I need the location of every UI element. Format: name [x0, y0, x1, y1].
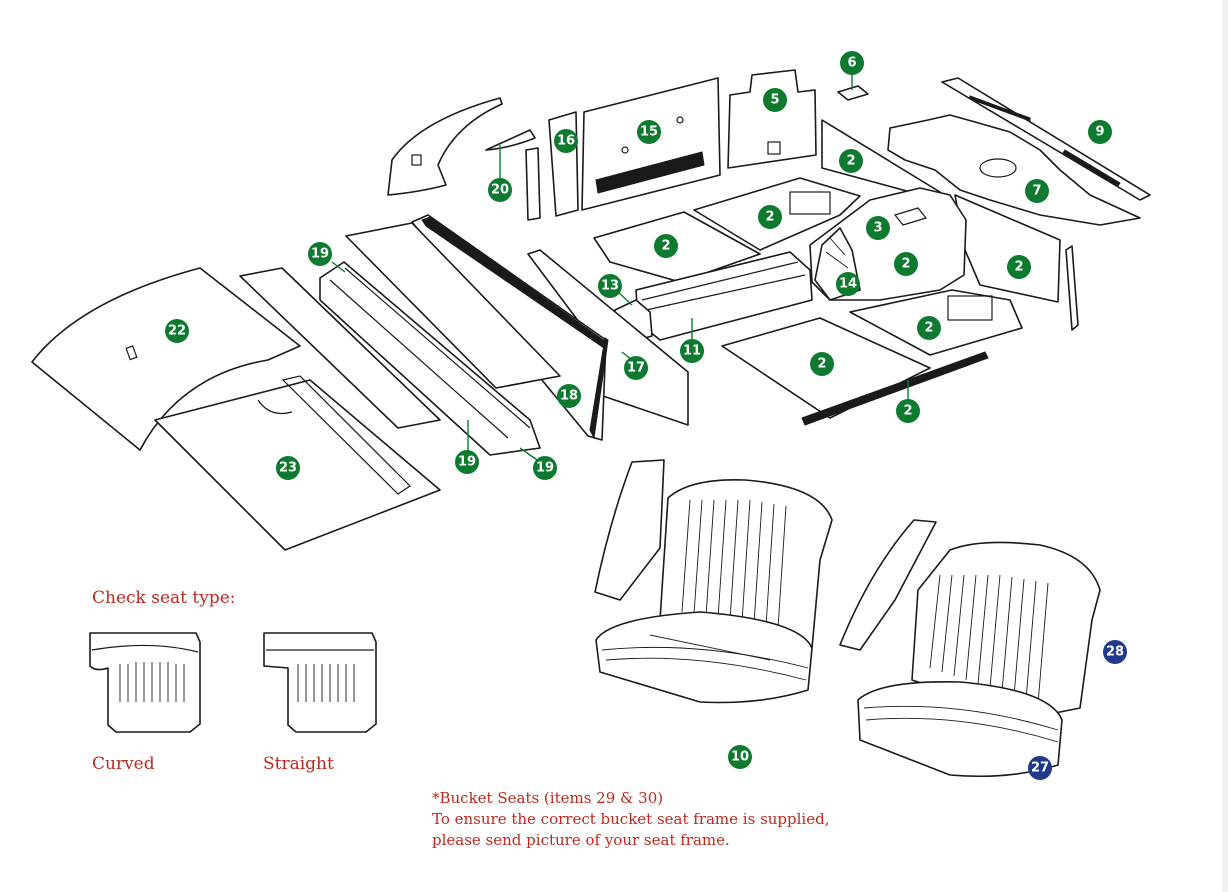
svg-text:14: 14	[839, 277, 857, 292]
trim-cutout	[411, 154, 422, 166]
svg-text:19: 19	[458, 455, 476, 470]
svg-text:16: 16	[557, 134, 575, 149]
badge-28: 28	[1103, 640, 1127, 664]
front-quarter-trim	[387, 97, 503, 196]
right-edge-strip	[1065, 245, 1079, 331]
badge-2: 2	[839, 149, 863, 173]
svg-text:15: 15	[640, 125, 658, 140]
badge-20: 20	[488, 178, 512, 202]
svg-text:5: 5	[770, 93, 779, 108]
badge-2: 2	[810, 352, 834, 376]
svg-text:19: 19	[311, 247, 329, 262]
badge-7: 7	[1025, 179, 1049, 203]
badge-2: 2	[1007, 255, 1031, 279]
badge-6: 6	[840, 51, 864, 75]
svg-text:3: 3	[873, 221, 882, 236]
svg-text:11: 11	[683, 344, 701, 359]
badge-2: 2	[894, 252, 918, 276]
part-6-small-piece	[837, 85, 869, 101]
svg-text:2: 2	[924, 321, 933, 336]
badge-2: 2	[917, 316, 941, 340]
part-5-panel	[727, 69, 817, 169]
svg-text:10: 10	[731, 750, 749, 765]
svg-text:7: 7	[1032, 184, 1041, 199]
part-18-sill-panel	[345, 222, 561, 389]
svg-text:6: 6	[847, 56, 856, 71]
badge-2: 2	[896, 399, 920, 423]
seat-cushion	[595, 611, 813, 704]
badge-11: 11	[680, 339, 704, 363]
badge-18: 18	[557, 384, 581, 408]
part-22-side-strip	[239, 267, 441, 429]
straight-seat-icon	[263, 632, 377, 733]
bucket-seats-note-line1: *Bucket Seats (items 29 & 30)	[432, 789, 663, 807]
svg-text:2: 2	[901, 257, 910, 272]
straight-label: Straight	[263, 754, 334, 774]
part-16-pillar-trim-b	[525, 147, 541, 221]
svg-text:13: 13	[601, 279, 619, 294]
svg-text:2: 2	[846, 154, 855, 169]
seat-back-pleats	[681, 499, 787, 629]
svg-text:2: 2	[765, 210, 774, 225]
svg-text:2: 2	[903, 404, 912, 419]
part-7-floor-mat	[887, 114, 1141, 226]
bucket-seats-note-line2: To ensure the correct bucket seat frame …	[432, 810, 829, 828]
badge-13: 13	[598, 274, 622, 298]
svg-text:23: 23	[279, 461, 297, 476]
badge-14: 14	[836, 272, 860, 296]
part-20-trim	[485, 129, 536, 151]
badge-19: 19	[533, 456, 557, 480]
badge-17: 17	[624, 356, 648, 380]
svg-text:2: 2	[817, 357, 826, 372]
badge-23: 23	[276, 456, 300, 480]
svg-text:28: 28	[1106, 645, 1124, 660]
seat-28-back	[911, 541, 1101, 719]
svg-text:20: 20	[491, 183, 509, 198]
seat-27-side-trim	[839, 519, 937, 651]
seat-27-cushion	[857, 681, 1063, 778]
badge-10: 10	[728, 745, 752, 769]
svg-text:27: 27	[1031, 761, 1049, 776]
badge-5: 5	[763, 88, 787, 112]
part-22-roof-lining	[31, 267, 301, 451]
badge-19: 19	[455, 450, 479, 474]
badge-19: 19	[308, 242, 332, 266]
badge-3: 3	[866, 216, 890, 240]
seat-type-heading: Check seat type:	[92, 588, 236, 608]
badge-27: 27	[1028, 756, 1052, 780]
badge-16: 16	[554, 129, 578, 153]
svg-text:2: 2	[1014, 260, 1023, 275]
page-edge	[1222, 0, 1228, 892]
bucket-seats-note-line3: please send picture of your seat frame.	[432, 831, 730, 849]
part-19-board	[319, 261, 541, 456]
badge-15: 15	[637, 120, 661, 144]
svg-text:17: 17	[627, 361, 645, 376]
svg-text:9: 9	[1095, 125, 1104, 140]
badge-22: 22	[165, 319, 189, 343]
seat-side-trim	[594, 459, 665, 601]
svg-text:19: 19	[536, 461, 554, 476]
badge-2: 2	[758, 205, 782, 229]
curved-seat-icon	[89, 632, 201, 733]
badge-2: 2	[654, 234, 678, 258]
svg-text:18: 18	[560, 389, 578, 404]
svg-text:2: 2	[661, 239, 670, 254]
svg-text:22: 22	[168, 324, 186, 339]
badge-9: 9	[1088, 120, 1112, 144]
curved-label: Curved	[92, 754, 155, 774]
part-16-pillar-trim	[548, 111, 579, 217]
